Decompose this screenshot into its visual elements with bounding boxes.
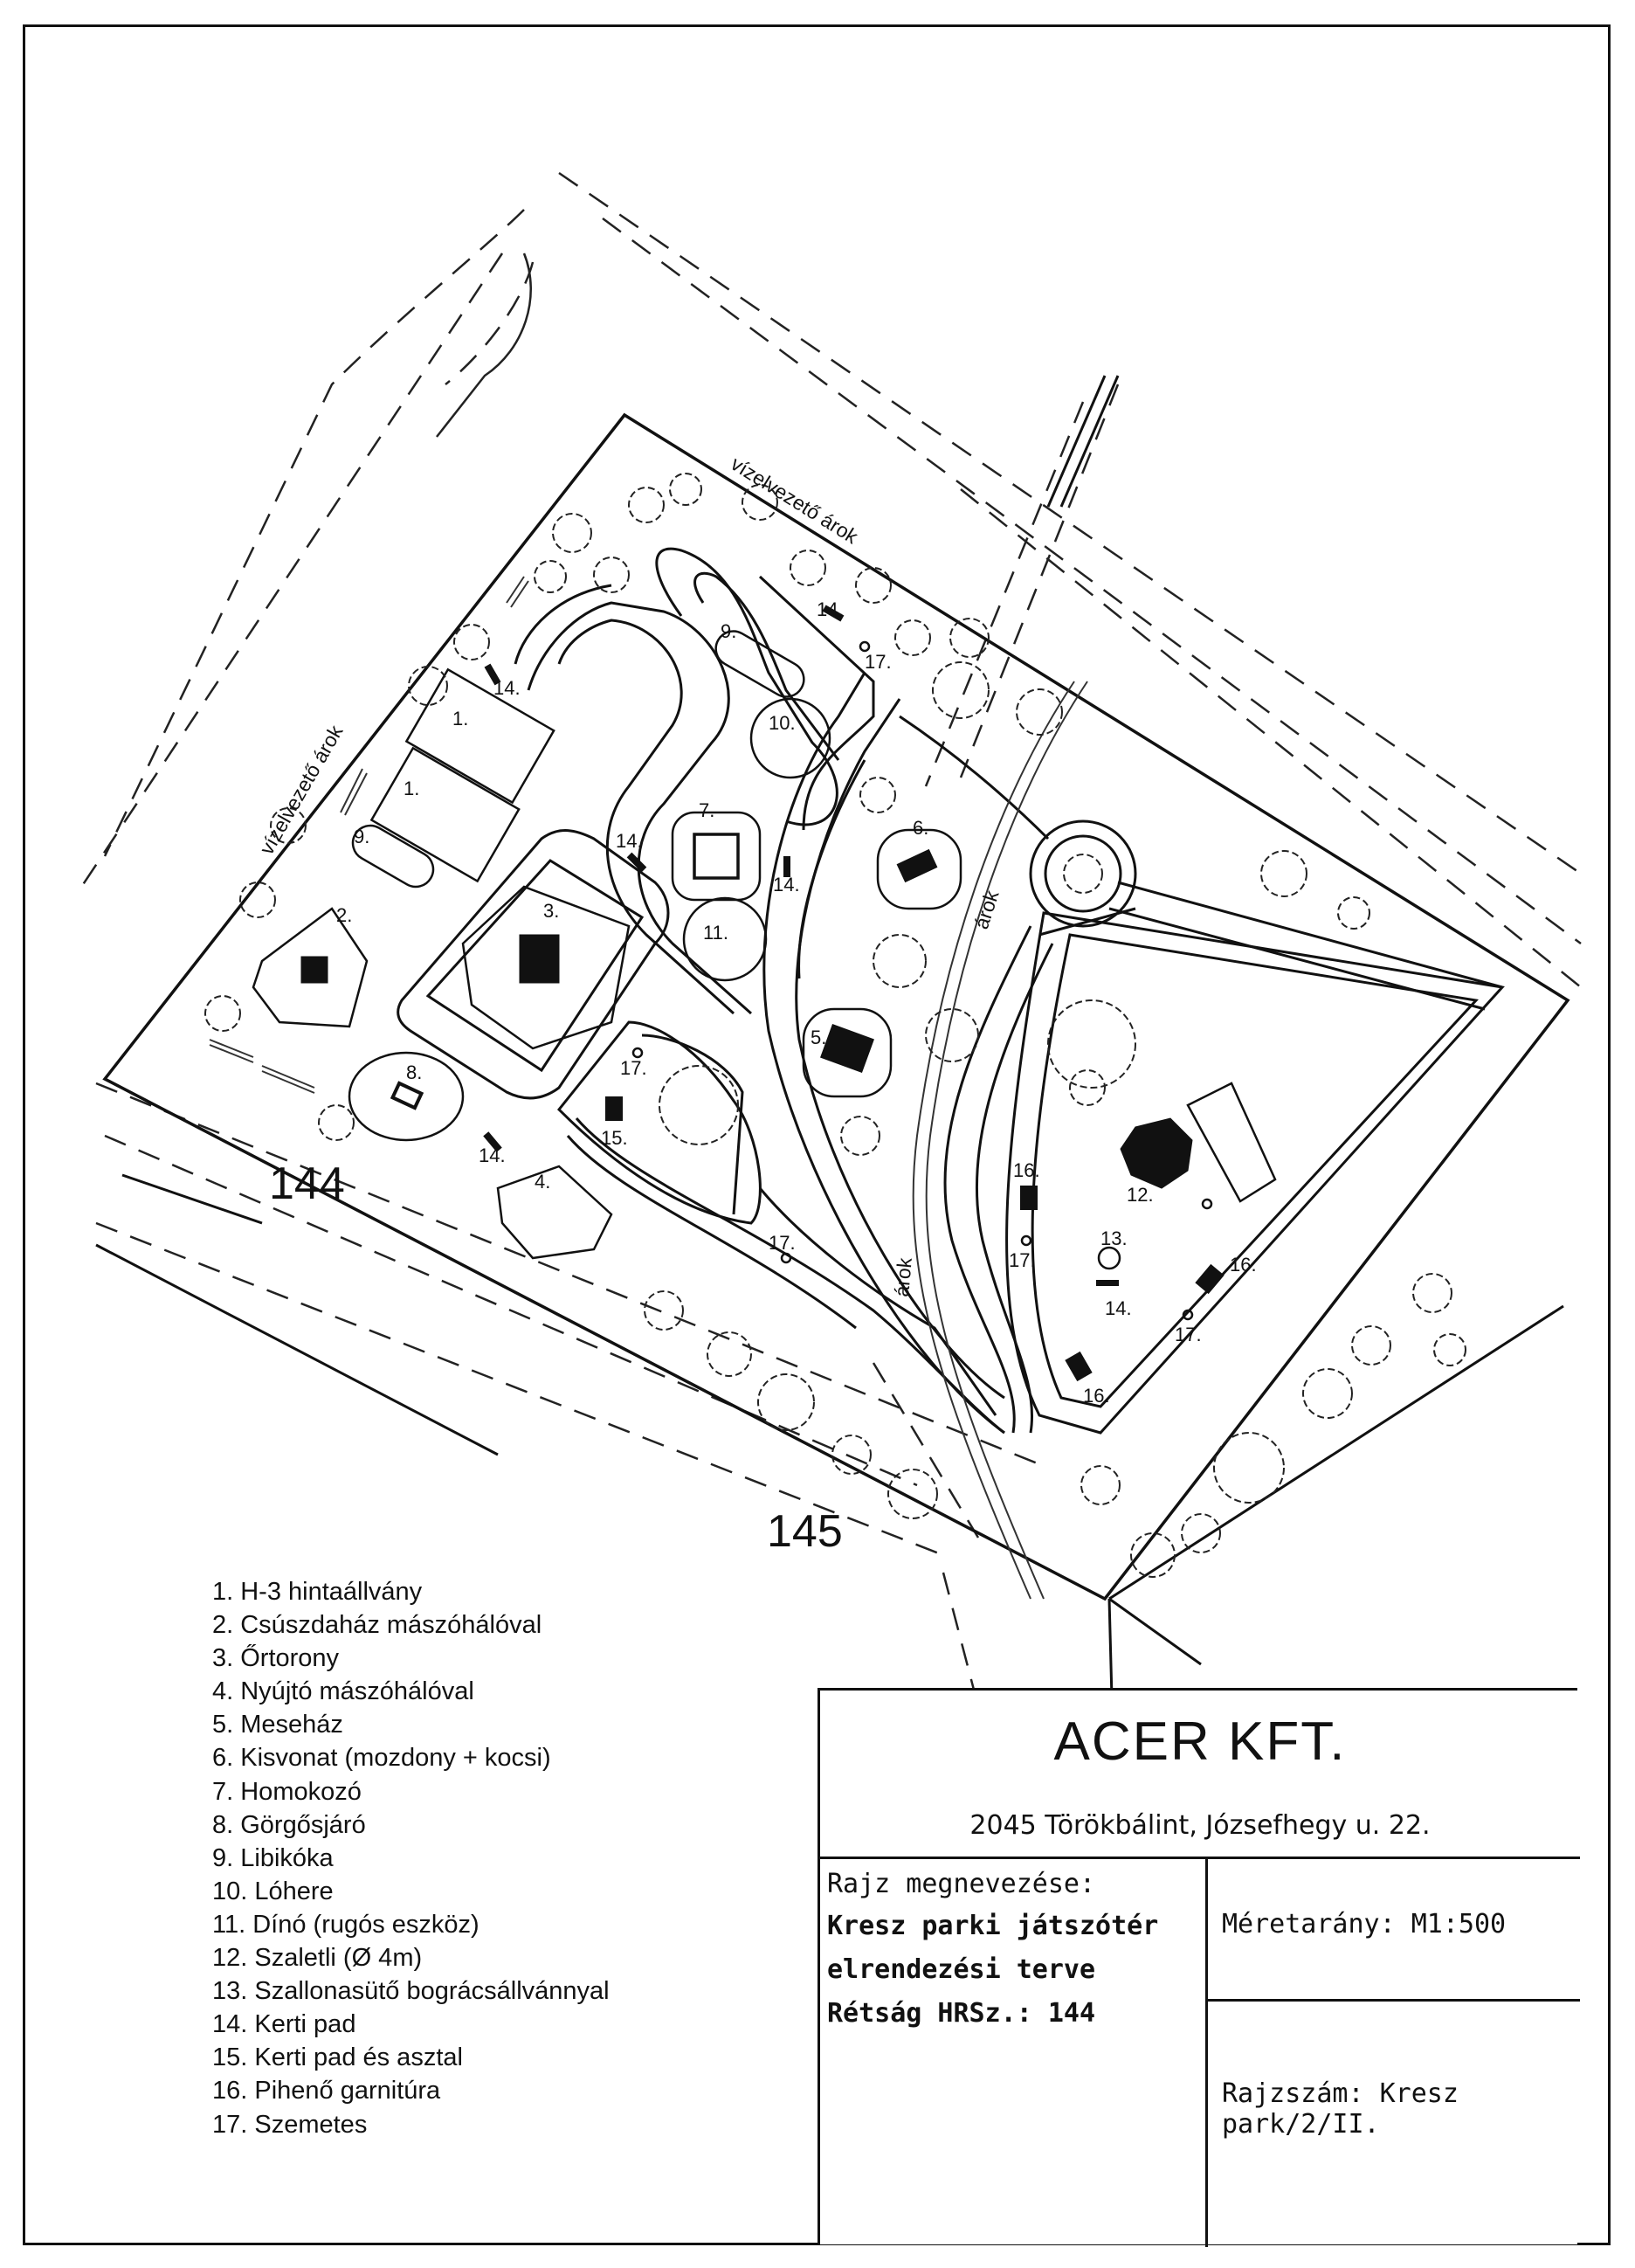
- legend-item: 15. Kerti pad és asztal: [212, 2043, 463, 2072]
- train-area: [876, 828, 962, 910]
- legend: 1. H-3 hintaállvány 2. Csúszdaház mászóh…: [212, 1575, 701, 2141]
- label-9a: 9.: [354, 826, 369, 847]
- label-9b: 9.: [721, 620, 736, 642]
- label-5: 5.: [811, 1027, 826, 1048]
- sandbox: [693, 833, 740, 880]
- seesaw-area-1: [351, 824, 435, 889]
- legend-item: 8. Görgősjáró: [212, 1810, 366, 1839]
- label-11: 11.: [703, 922, 728, 944]
- drawing-name-cell: Rajz megnevezése: Kresz parki játszótér …: [820, 1859, 1208, 2247]
- climbing-bar-area: [496, 1165, 613, 1260]
- company-name: ACER KFT.: [1053, 1711, 1347, 1772]
- ditch-lines: [912, 681, 1088, 1600]
- equipment-symbols: [300, 848, 1193, 1189]
- legend-item: 11. Dínó (rugós eszköz): [212, 1910, 479, 1939]
- pavilion: [1120, 1117, 1193, 1189]
- legend-item: 7. Homokozó: [212, 1777, 362, 1806]
- label-17c: 17.: [769, 1232, 796, 1254]
- hedges: [209, 576, 529, 1094]
- sheet-frame: [23, 24, 1611, 2245]
- scale-cell: Méretarány: M1:500: [1208, 1859, 1580, 2002]
- label-4: 4.: [535, 1171, 550, 1193]
- legend-item: 16. Pihenő garnitúra: [212, 2077, 441, 2106]
- pavilion-extension: [1186, 1082, 1277, 1203]
- parcel-labels: 144 145: [269, 1158, 843, 1557]
- label-10: 10.: [769, 712, 796, 734]
- plan-labels: 1. 1. 2. 3. 4. 5. 6. 7. 8. 9. 9. 10. 11.…: [336, 598, 1257, 1407]
- legend-item: 14. Kerti pad: [212, 2010, 356, 2039]
- fairy-house-area: [802, 1007, 893, 1098]
- label-3: 3.: [543, 900, 559, 922]
- legend-item: 2. Csúszdaház mászóhálóval: [212, 1611, 542, 1640]
- label-17a: 17.: [620, 1057, 647, 1079]
- surrounding-dashed-lines: [77, 171, 1582, 1774]
- label-6: 6.: [913, 817, 928, 839]
- roller: [390, 1081, 424, 1110]
- label-14d: 14.: [773, 874, 800, 895]
- label-7: 7.: [699, 799, 714, 821]
- trees: [204, 473, 1466, 1578]
- label-1b: 1.: [404, 778, 419, 799]
- legend-item: 3. Őrtorony: [212, 1644, 340, 1673]
- drawing-name-label: Rajz megnevezése:: [827, 1869, 1096, 1899]
- label-14a: 14.: [493, 677, 521, 699]
- roundabout: [1029, 819, 1137, 928]
- path-enclosures: [397, 759, 1505, 1435]
- slide-house-core: [300, 956, 328, 984]
- legend-item: 10. Lóhere: [212, 1877, 334, 1905]
- park-boundary: [102, 412, 1570, 1601]
- dino-area: [682, 896, 768, 982]
- company-address: 2045 Törökbálint, Józsefhegy u. 22.: [820, 1795, 1580, 1859]
- label-14e: 14.: [479, 1144, 506, 1166]
- label-2: 2.: [336, 904, 352, 926]
- drawing-title-line: Kresz parki játszótér: [827, 1911, 1159, 1941]
- label-8: 8.: [406, 1061, 422, 1083]
- label-16b: 16.: [1230, 1254, 1257, 1276]
- label-16a: 16.: [1013, 1159, 1040, 1181]
- legend-item: 4. Nyújtó mászóhálóval: [212, 1677, 474, 1706]
- legend-item: 1. H-3 hintaállvány: [212, 1578, 423, 1606]
- bin-marks: [631, 640, 1213, 1321]
- watchtower-area: [461, 885, 631, 1050]
- swing-frame-1: [404, 667, 555, 805]
- legend-item: 9. Libikóka: [212, 1843, 334, 1872]
- ditch-label-lower: árok: [890, 1256, 916, 1297]
- label-14c: 14.: [616, 830, 643, 852]
- bench-marks: [483, 605, 1225, 1382]
- legend-item: 5. Meseház: [212, 1711, 343, 1739]
- label-17e: 17.: [1175, 1324, 1202, 1345]
- parcel-144: 144: [269, 1158, 345, 1209]
- label-16c: 16.: [1083, 1385, 1110, 1407]
- roller-area: [348, 1051, 465, 1142]
- fairy-house: [820, 1024, 874, 1073]
- label-14f: 14.: [1105, 1297, 1132, 1319]
- watchtower-core: [519, 934, 560, 984]
- equipment-areas: [252, 630, 1277, 1260]
- drawing-number-cell: Rajzszám: Kresz park/2/II.: [1222, 2078, 1459, 2140]
- label-14b: 14.: [817, 598, 844, 620]
- label-17b: 17.: [865, 651, 892, 673]
- clover-area: [749, 697, 831, 779]
- legend-item: 13. Szallonasütő bográcsállvánnyal: [212, 1977, 610, 2006]
- label-13: 13.: [1100, 1227, 1128, 1249]
- road-curve: [436, 252, 532, 438]
- swing-frame-2: [369, 746, 521, 883]
- train: [896, 848, 938, 883]
- label-17d: 17.: [1009, 1249, 1036, 1271]
- slide-house-area: [252, 907, 369, 1028]
- path-network: [514, 547, 1503, 1435]
- legend-item: 17. Szemetes: [212, 2110, 368, 2139]
- label-1a: 1.: [452, 708, 468, 729]
- label-12: 12.: [1127, 1184, 1154, 1206]
- drawing-title-line: elrendezési terve: [827, 1954, 1096, 1985]
- title-block: ACER KFT. 2045 Törökbálint, Józsefhegy u…: [818, 1688, 1580, 2247]
- parcel-145: 145: [767, 1506, 843, 1557]
- label-15: 15.: [601, 1127, 628, 1149]
- legend-item: 12. Szaletli (Ø 4m): [212, 1944, 423, 1973]
- seesaw-area-2: [714, 630, 805, 698]
- drawing-title-line: Rétság HRSz.: 144: [827, 1998, 1096, 2029]
- legend-item: 6. Kisvonat (mozdony + kocsi): [212, 1744, 551, 1773]
